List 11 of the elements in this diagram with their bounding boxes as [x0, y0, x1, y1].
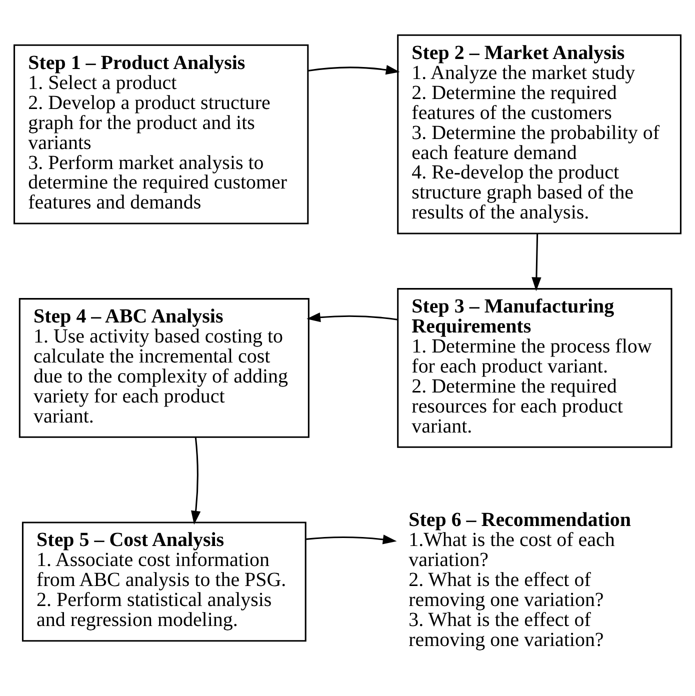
node-box: Step 5 – Cost Analysis 1. Associate cost information from ABC analysis to the PSG. 2. Perform statistical analysis and regression modeling. [22, 522, 306, 642]
node-text: Step 6 – Recommendation 1.What is the cost of each variation? 2. What is the effect of removing one variation? 3. What is the effect of removing one variation? [408, 509, 632, 652]
node-box: Step 1 – Product Analysis 1. Select a product 2. Develop a product structure graph for the product and its variants 3. Perform market analysis to determine the required customer features and demands [14, 44, 309, 224]
node-box: Step 2 – Market Analysis 1. Analyze the market study 2. Determine the required features of the customers 3. Determine the probability of each feature demand 4. Re-develop the product structure graph based of the results of the analysis. [397, 34, 682, 234]
node-box: Step 3 – Manufacturing Requirements 1. Determine the process flow for each product variant. 2. Determine the required resources for each product variant. [397, 288, 672, 448]
arrow [306, 534, 397, 544]
arrow [191, 437, 201, 525]
arrow [308, 65, 400, 75]
arrow [306, 312, 398, 322]
arrow [532, 234, 542, 292]
node-box: Step 4 – ABC Analysis 1. Use activity based costing to calculate the incremental cost due to the complexity of adding variety for each product variant. [18, 298, 310, 438]
